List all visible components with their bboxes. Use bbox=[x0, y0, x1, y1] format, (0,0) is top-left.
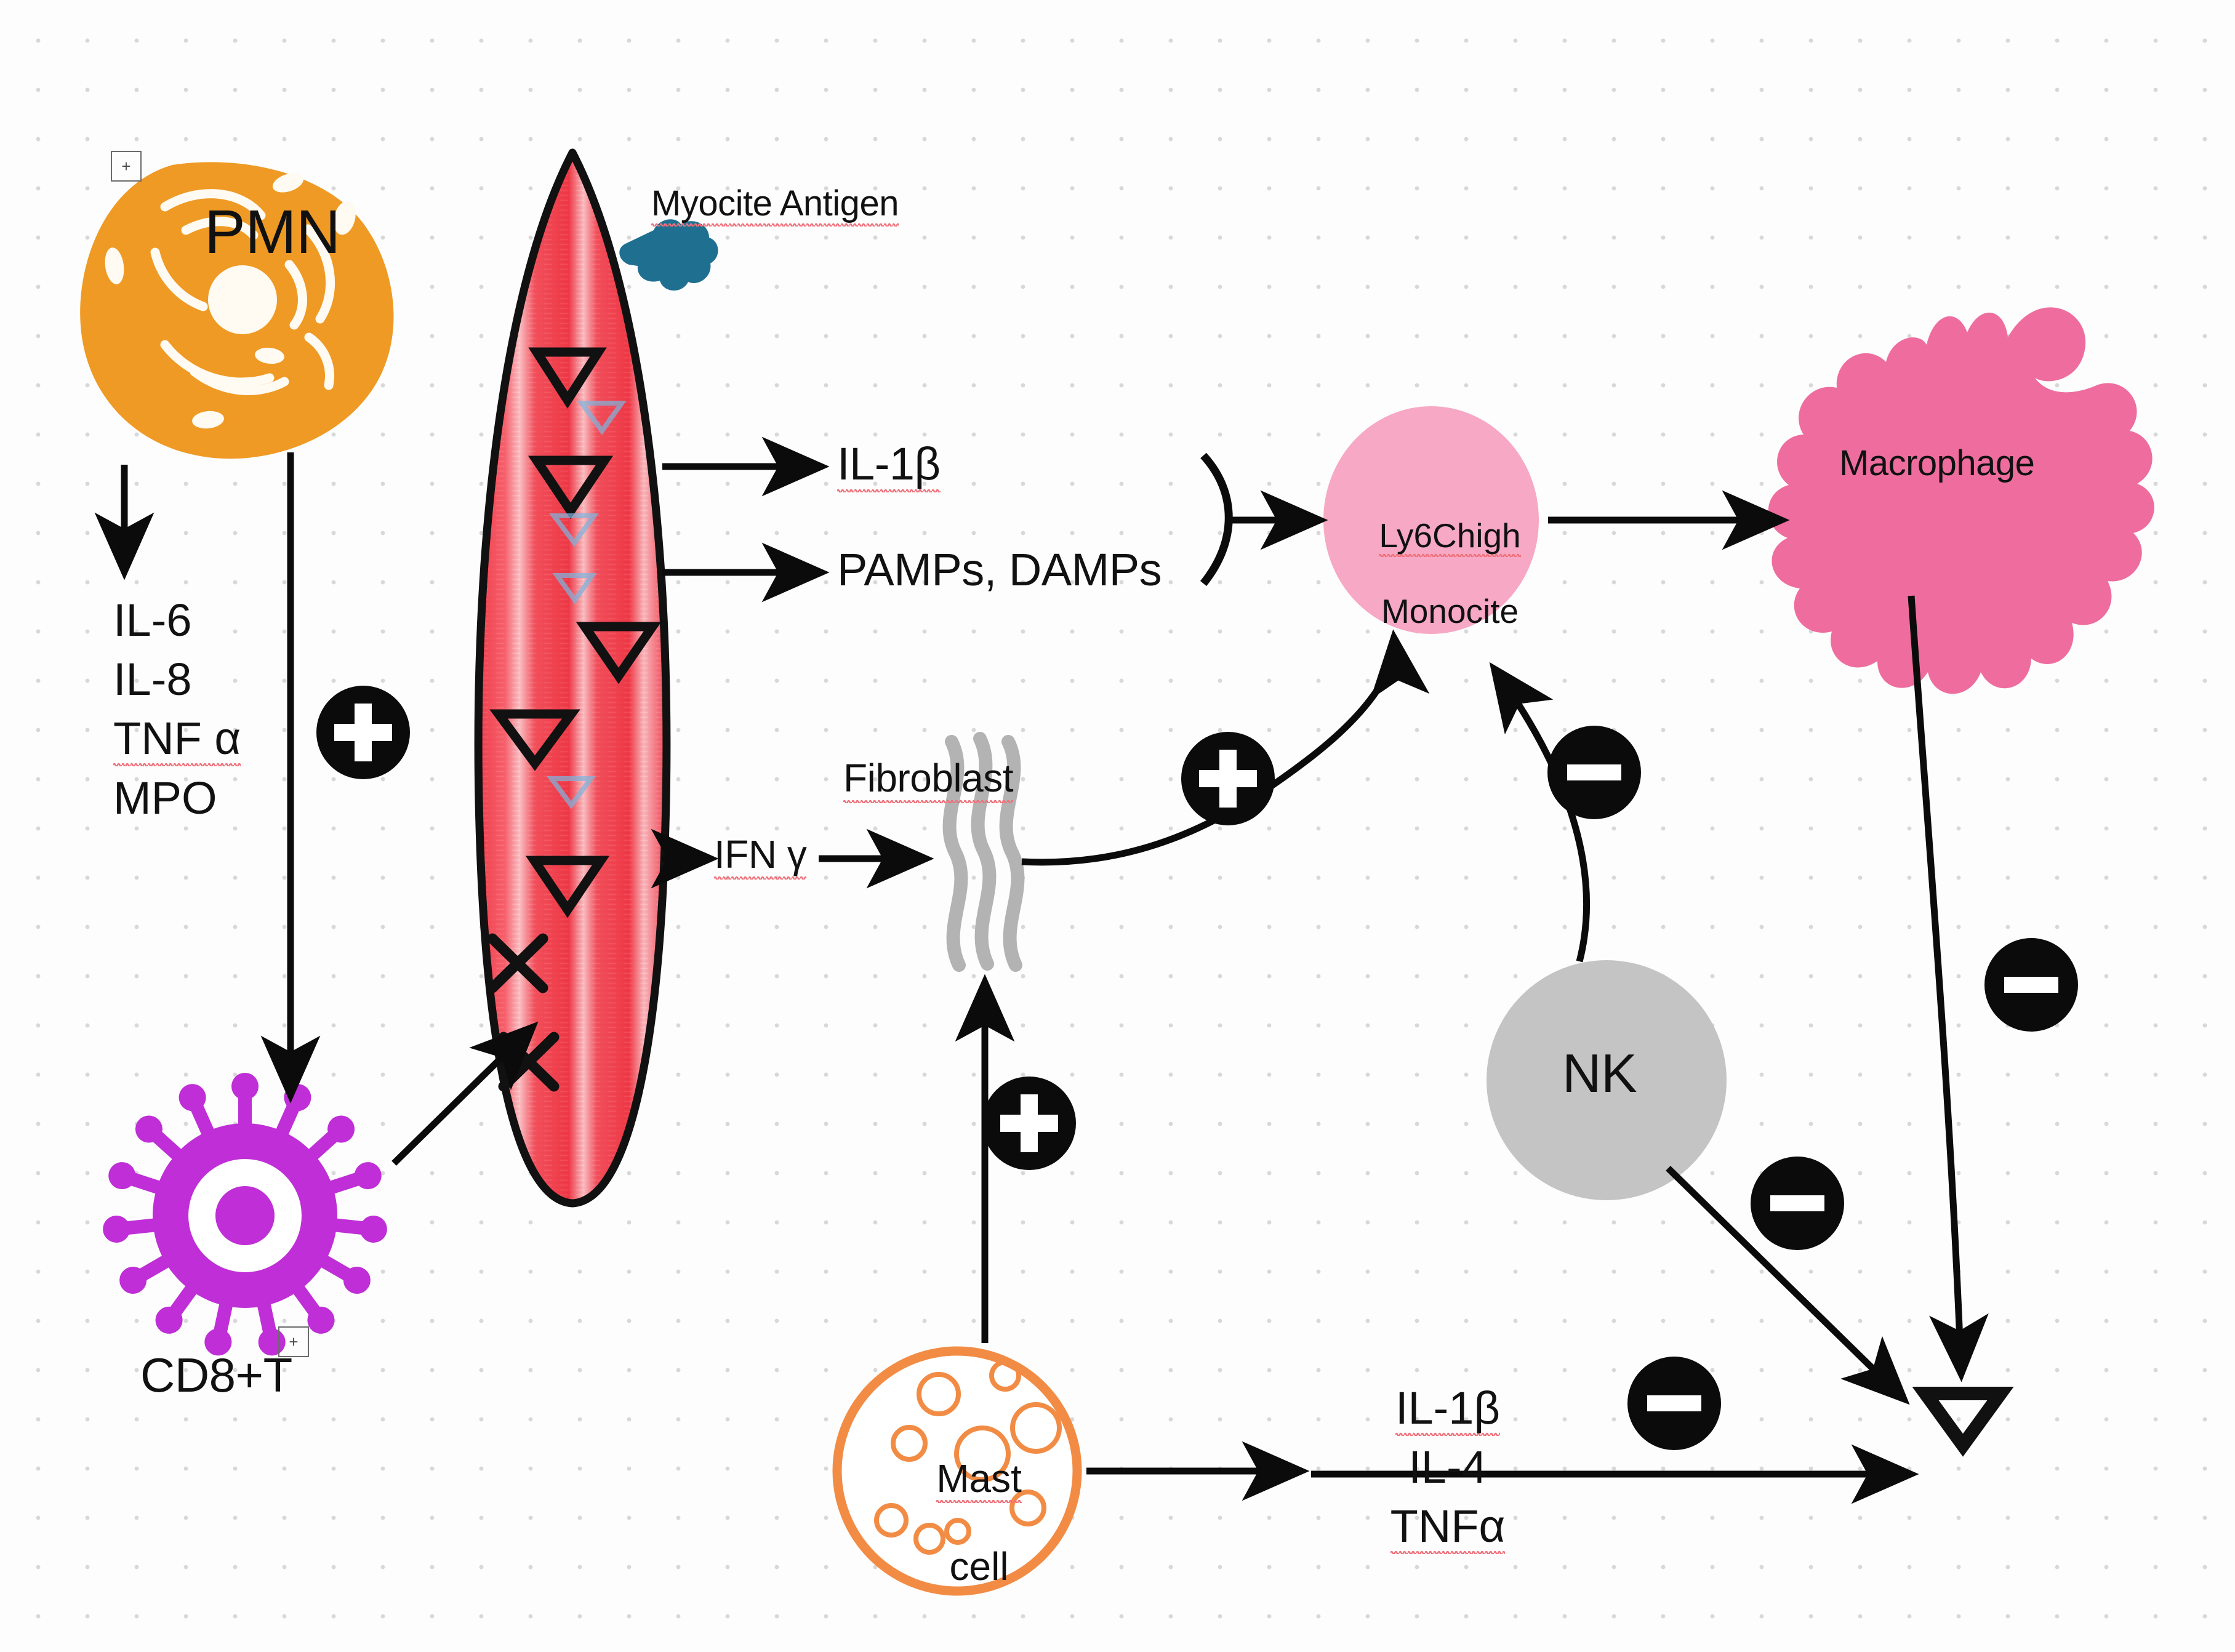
pmn-label: PMN bbox=[204, 198, 340, 267]
mast-label-line1: Mast bbox=[936, 1456, 1022, 1504]
fibroblast-label: Fibroblast bbox=[843, 756, 1014, 804]
myocyte-target-triangle bbox=[1912, 1387, 2014, 1457]
pmn-secretion-text: MPO bbox=[113, 772, 217, 824]
myocyte-faint-markers bbox=[547, 401, 627, 809]
myocite-antigen-icon bbox=[619, 219, 718, 291]
arrows bbox=[94, 436, 1989, 1504]
macrophage-cell bbox=[1768, 307, 2154, 694]
minus-glyph-horizontal bbox=[1567, 764, 1622, 780]
minus-badge-nk-monocyte bbox=[1547, 726, 1641, 819]
pmn-secretion-item: IL-8 bbox=[113, 650, 241, 709]
pmn-secretion-text: IL-8 bbox=[113, 654, 192, 705]
pamps-damps-label: PAMPs, DAMPs bbox=[837, 544, 1162, 595]
arrow-macrophage-to-target bbox=[1908, 595, 1989, 1382]
minus-badge-cytokines-myocyte bbox=[1627, 1357, 1721, 1450]
plus-badge-pmn-cd8t bbox=[316, 686, 410, 779]
monocyte-label: Ly6Chigh Monocite bbox=[1339, 479, 1523, 668]
arrow-nk-to-monocyte bbox=[1489, 662, 1591, 963]
plus-glyph-horizontal bbox=[334, 724, 393, 741]
myocyte-muscle-fiber bbox=[474, 148, 671, 1208]
arrow-cd8t-to-myocyte bbox=[391, 1021, 539, 1166]
cd8t-anchor-marker[interactable]: + bbox=[278, 1326, 309, 1357]
ifn-gamma-label: IFN γ bbox=[714, 832, 807, 880]
il1b-top-label: IL-1β bbox=[837, 438, 941, 494]
nk-label: NK bbox=[1562, 1043, 1637, 1104]
plus-glyph-horizontal bbox=[1000, 1115, 1059, 1132]
brace-cytokine-group bbox=[1200, 452, 1233, 587]
mast-secretion-item: IL-1β bbox=[1368, 1379, 1528, 1438]
cd8t-anchor-glyph: + bbox=[289, 1332, 299, 1351]
myocite-antigen-label: Myocite Antigen bbox=[651, 183, 899, 228]
mast-secretion-text: IL-1β bbox=[1395, 1382, 1501, 1437]
minus-badge-macrophage-myocyte bbox=[1984, 938, 2078, 1032]
mast-secretions-list: IL-1β IL-4 TNFα bbox=[1368, 1379, 1528, 1557]
monocyte-label-line2: Monocite bbox=[1381, 591, 1519, 630]
plus-glyph-horizontal bbox=[1198, 770, 1258, 787]
cd8t-cell bbox=[103, 1073, 387, 1356]
pmn-anchor-glyph: + bbox=[121, 156, 131, 175]
cd8t-label: CD8+T bbox=[140, 1348, 292, 1402]
pmn-secretion-text: IL-6 bbox=[113, 595, 192, 646]
pmn-anchor-marker[interactable]: + bbox=[111, 151, 142, 182]
mast-secretion-text: TNFα bbox=[1390, 1501, 1506, 1555]
minus-glyph-horizontal bbox=[2004, 977, 2059, 993]
pmn-secretion-item: MPO bbox=[113, 769, 241, 828]
myocyte-necrosis-markers bbox=[489, 347, 662, 918]
cytotoxic-kill-marks bbox=[487, 933, 560, 1092]
mast-secretion-item: TNFα bbox=[1368, 1497, 1528, 1556]
mast-cell-label: Mast cell bbox=[865, 1413, 1049, 1633]
minus-badge-nk-myocyte bbox=[1751, 1157, 1844, 1250]
mast-secretion-text: IL-4 bbox=[1408, 1441, 1487, 1493]
mast-label-line2: cell bbox=[949, 1544, 1009, 1589]
mast-secretion-item: IL-4 bbox=[1368, 1438, 1528, 1497]
pmn-secretions-list: IL-6 IL-8 TNF α MPO bbox=[113, 591, 241, 828]
monocyte-label-line1: Ly6Chigh bbox=[1379, 516, 1521, 558]
macrophage-label: Macrophage bbox=[1839, 443, 2035, 483]
plus-badge-mast-fibroblast bbox=[982, 1077, 1076, 1170]
pmn-secretion-item: TNF α bbox=[113, 709, 241, 768]
pmn-secretion-text: TNF α bbox=[113, 713, 241, 768]
plus-badge-fibroblast-monocyte bbox=[1181, 732, 1275, 825]
minus-glyph-horizontal bbox=[1770, 1195, 1825, 1211]
pmn-secretion-item: IL-6 bbox=[113, 591, 241, 650]
minus-glyph-horizontal bbox=[1647, 1395, 1702, 1411]
